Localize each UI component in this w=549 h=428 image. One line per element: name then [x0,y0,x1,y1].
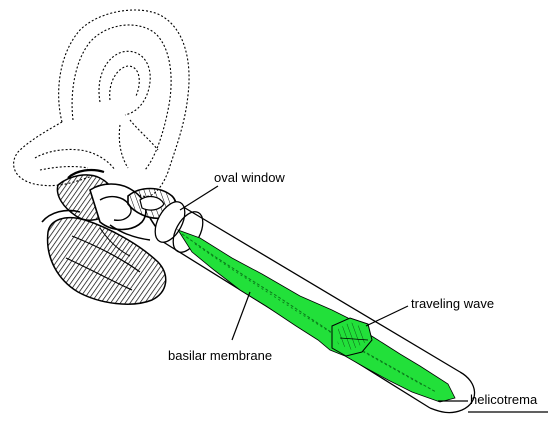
traveling-wave-pointer [366,306,408,326]
label-basilar-membrane: basilar membrane [168,348,272,363]
label-oval-window: oval window [214,170,285,185]
outer-ear [14,10,189,196]
oval-window-pointer [180,186,218,210]
label-helicotrema: helicotrema [470,392,537,407]
basilar-membrane [178,230,455,402]
label-traveling-wave: traveling wave [411,296,494,311]
basilar-membrane-pointer [232,292,250,340]
